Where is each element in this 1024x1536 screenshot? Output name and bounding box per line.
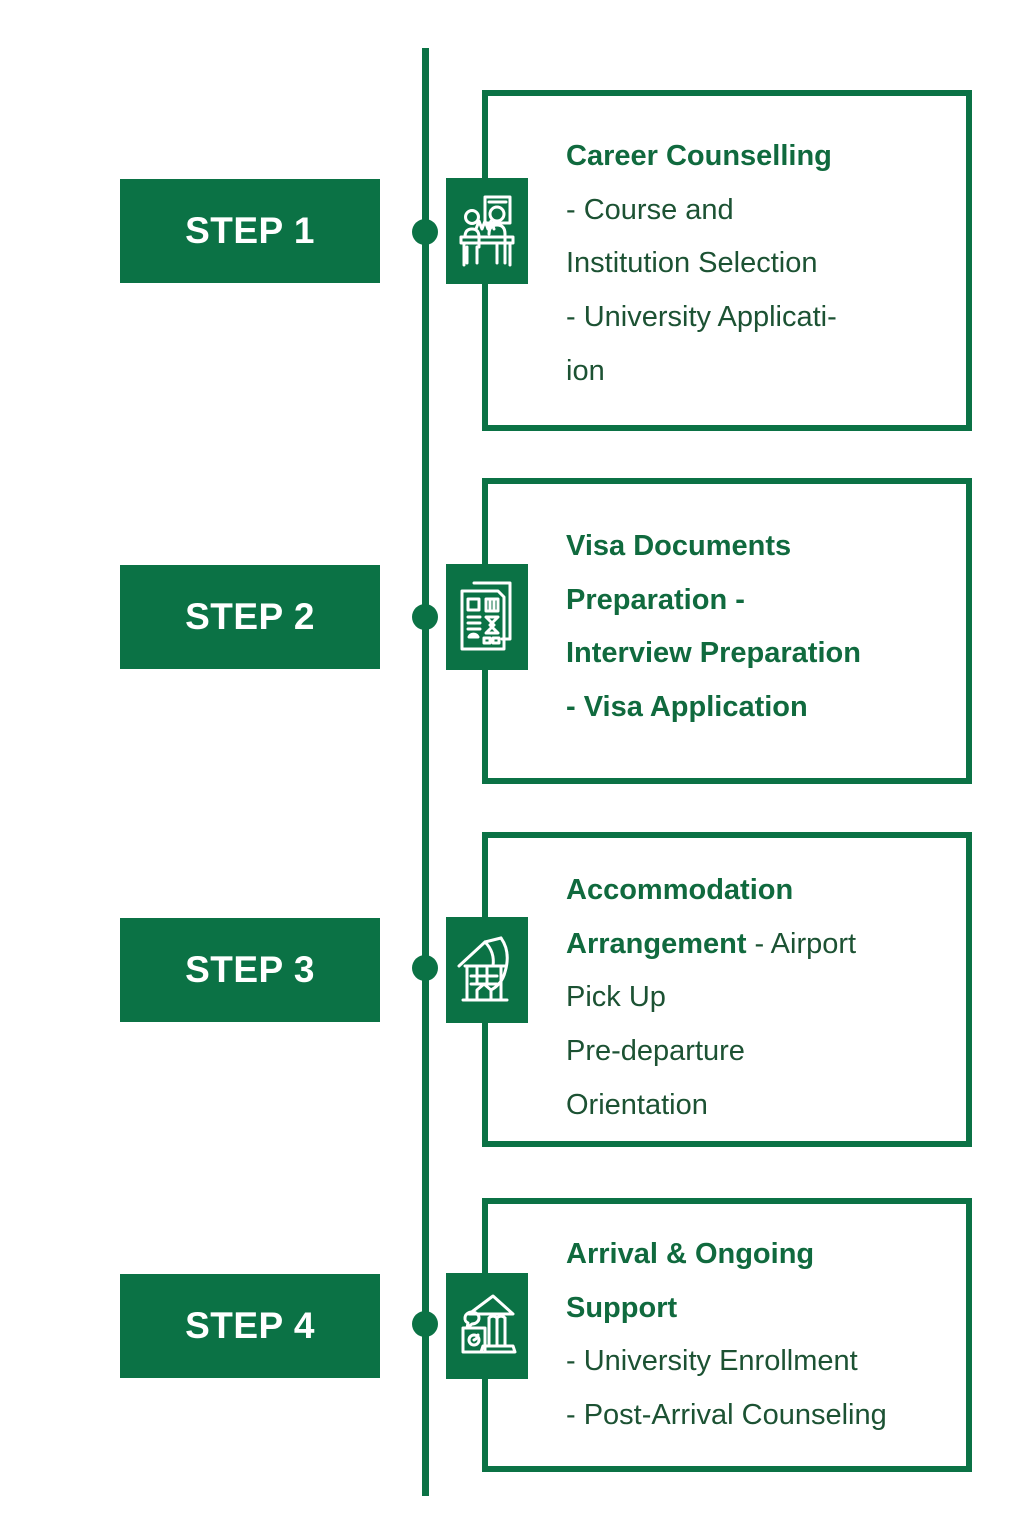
content-line-1-2: Institution Selection	[566, 247, 818, 280]
step-chip-3[interactable]: STEP 3	[120, 918, 380, 1022]
step-chip-label-2: STEP 2	[185, 596, 315, 637]
career-counselling-icon-tile	[446, 178, 528, 284]
step-chip-4[interactable]: STEP 4	[120, 1274, 380, 1378]
content-heading-1: Career Counselling	[566, 140, 832, 172]
content-text-4: Arrival & Ongoing Support - University E…	[566, 1228, 956, 1443]
content-line-2-2: Interview Preparation	[566, 637, 861, 670]
content-line-4-1: - University Enrollment	[566, 1345, 858, 1378]
step-chip-2[interactable]: STEP 2	[120, 565, 380, 669]
content-line-3-1: Pick Up	[566, 981, 666, 1014]
step-chip-label-3: STEP 3	[185, 949, 315, 990]
timeline-node-step-4	[412, 1311, 438, 1337]
career-counselling-icon	[459, 195, 515, 267]
content-line-1-3: - University Applicati-	[566, 300, 837, 333]
content-line-3-2: Pre-departure	[566, 1034, 745, 1067]
content-inline-3: - Airport	[746, 927, 857, 960]
content-box-2: Visa Documents Preparation - Interview P…	[482, 478, 972, 784]
content-line-1-4: ion	[566, 354, 605, 387]
visa-documents-icon-tile	[446, 564, 528, 670]
content-line-2-1: Preparation -	[566, 583, 745, 616]
timeline-spine	[422, 48, 429, 1496]
content-heading-4: Arrival & Ongoing	[566, 1238, 815, 1270]
step-chip-label-1: STEP 1	[185, 210, 315, 251]
content-text-1: Career Counselling - Course and Institut…	[566, 130, 956, 398]
content-line-3-3: Orientation	[566, 1088, 708, 1121]
university-building-icon-tile	[446, 1273, 528, 1379]
accommodation-house-icon	[457, 936, 509, 1002]
content-heading-3: Accommodation	[566, 874, 794, 906]
content-line-1-1: - Course and	[566, 193, 734, 226]
content-box-3: Accommodation Arrangement - Airport Pick…	[482, 832, 972, 1147]
timeline-node-step-3	[412, 955, 438, 981]
content-heading-3-line2: Arrangement	[566, 927, 747, 960]
content-heading-4-line2: Support	[566, 1291, 678, 1324]
timeline-node-step-1	[412, 219, 438, 245]
content-box-4: Arrival & Ongoing Support - University E…	[482, 1198, 972, 1472]
step-chip-label-4: STEP 4	[185, 1305, 315, 1346]
content-heading-2: Visa Documents	[566, 530, 792, 562]
step-chip-1[interactable]: STEP 1	[120, 179, 380, 283]
accommodation-house-icon-tile	[446, 917, 528, 1023]
visa-documents-icon	[460, 581, 512, 651]
content-text-2: Visa Documents Preparation - Interview P…	[566, 520, 956, 735]
content-line-2-3: - Visa Application	[566, 690, 808, 723]
content-box-1: Career Counselling - Course and Institut…	[482, 90, 972, 431]
content-text-3: Accommodation Arrangement - Airport Pick…	[566, 864, 956, 1132]
content-line-4-2: - Post-Arrival Counseling	[566, 1398, 887, 1431]
university-building-icon	[461, 1294, 517, 1354]
timeline-node-step-2	[412, 604, 438, 630]
